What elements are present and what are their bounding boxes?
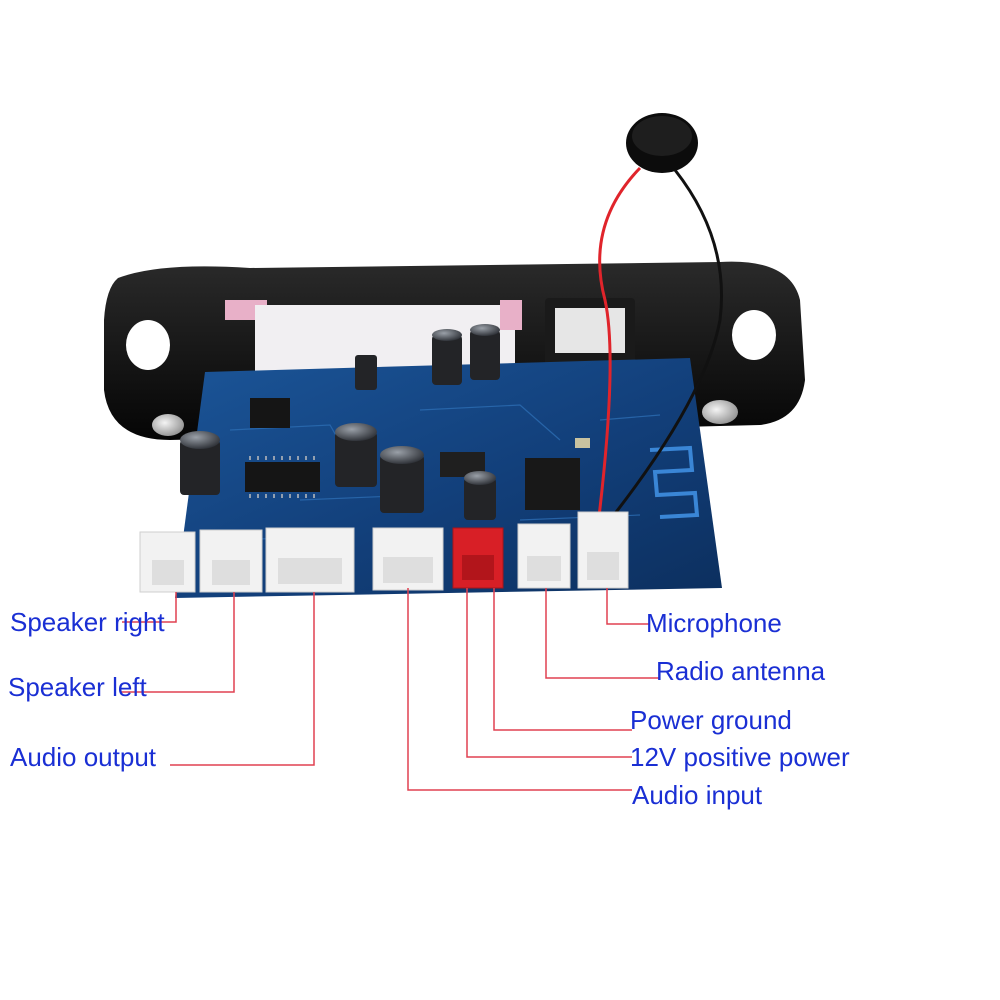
connectors bbox=[139, 511, 629, 593]
leader-audio-output bbox=[170, 592, 315, 766]
capacitor-top bbox=[180, 431, 220, 449]
bluetooth-antenna-trace bbox=[649, 445, 700, 519]
screw-left bbox=[152, 414, 184, 436]
leader-audio-input bbox=[407, 588, 632, 791]
leader-power-ground bbox=[493, 588, 632, 731]
screw-right bbox=[702, 400, 738, 424]
leader-microphone bbox=[606, 588, 650, 625]
leader-speaker-left bbox=[120, 592, 235, 693]
mic-wire-red bbox=[596, 166, 642, 526]
bezel-mount-hole-left bbox=[126, 320, 170, 370]
leader-speaker-right bbox=[122, 592, 177, 623]
label-audio-output: Audio output bbox=[10, 742, 157, 772]
leader-lines bbox=[120, 588, 660, 791]
label-speaker-left: Speaker left bbox=[8, 672, 147, 702]
mic-wire-black bbox=[604, 169, 724, 526]
crystal bbox=[575, 438, 590, 448]
label-radio-antenna: Radio antenna bbox=[656, 656, 826, 686]
ic-chips bbox=[245, 398, 590, 510]
label-speaker-right: Speaker right bbox=[10, 607, 165, 637]
label-audio-input: Audio input bbox=[632, 780, 763, 810]
microphone-assembly bbox=[596, 113, 724, 526]
ic-small bbox=[250, 398, 290, 428]
leader-radio-antenna bbox=[545, 588, 660, 679]
leader-positive-power bbox=[466, 588, 632, 758]
bezel-mount-hole-right bbox=[732, 310, 776, 360]
label-positive-power: 12V positive power bbox=[630, 742, 850, 772]
ic-amplifier bbox=[245, 462, 320, 492]
label-microphone: Microphone bbox=[646, 608, 782, 638]
mounting-screws bbox=[152, 400, 738, 436]
capacitors bbox=[180, 324, 500, 520]
label-power-ground: Power ground bbox=[630, 705, 792, 735]
ic-decoder-main bbox=[525, 458, 580, 510]
